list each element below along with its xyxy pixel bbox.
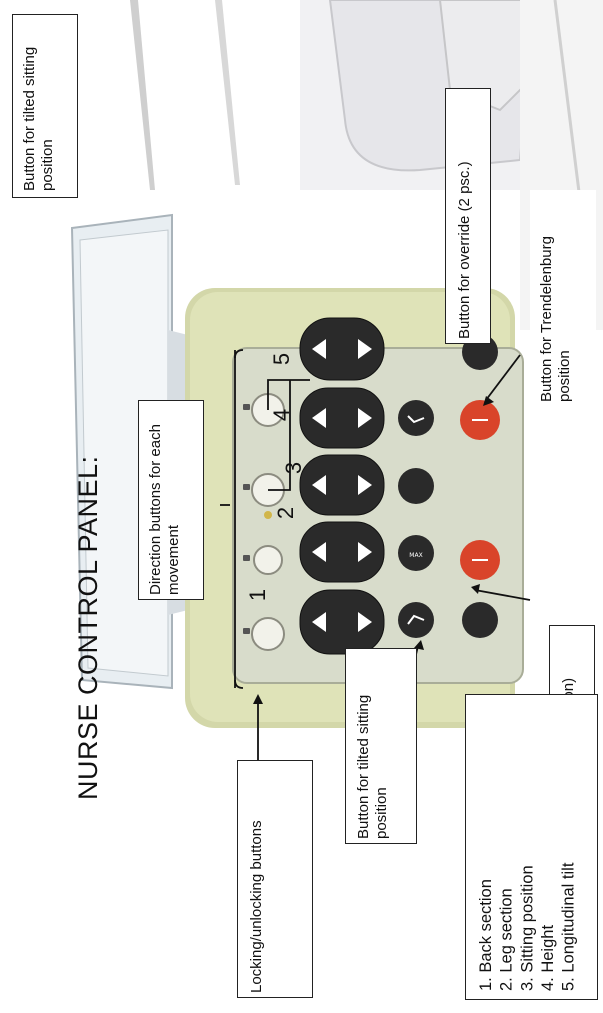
callout-tilted-sitting-top: Button for tilted sitting position	[12, 14, 78, 198]
number-2: 2	[273, 506, 299, 520]
legend-item-leg-section: 2. Leg section	[497, 888, 516, 991]
number-3: 3	[281, 461, 307, 475]
legend-item-longitudinal-tilt: 5. Longitudinal tilt	[559, 862, 578, 991]
svg-text:MAX: MAX	[409, 552, 422, 559]
page-title: NURSE CONTROL PANEL:	[73, 455, 103, 800]
legend-list: 1. Back section 2. Leg section 3. Sittin…	[476, 703, 579, 991]
callout-locking-buttons: Locking/unlocking buttons	[237, 760, 313, 998]
legend-item-height: 4. Height	[538, 924, 557, 991]
legend-item-back-section: 1. Back section	[477, 879, 495, 991]
number-1: 1	[245, 588, 271, 602]
legend-item-sitting-position: 3. Sitting position	[518, 865, 537, 991]
callout-trendelenburg: Button for Trendelenburg position	[530, 190, 596, 408]
legend-box: 1. Back section 2. Leg section 3. Sittin…	[465, 694, 598, 1000]
number-4: 4	[269, 408, 295, 422]
callout-direction-buttons: Direction buttons for each movement	[138, 400, 204, 600]
number-5: 5	[269, 352, 295, 366]
callout-override: Button for override (2 psc.)	[445, 88, 491, 344]
callout-tilted-sitting-bottom: Button for tilted sitting position	[345, 648, 417, 844]
